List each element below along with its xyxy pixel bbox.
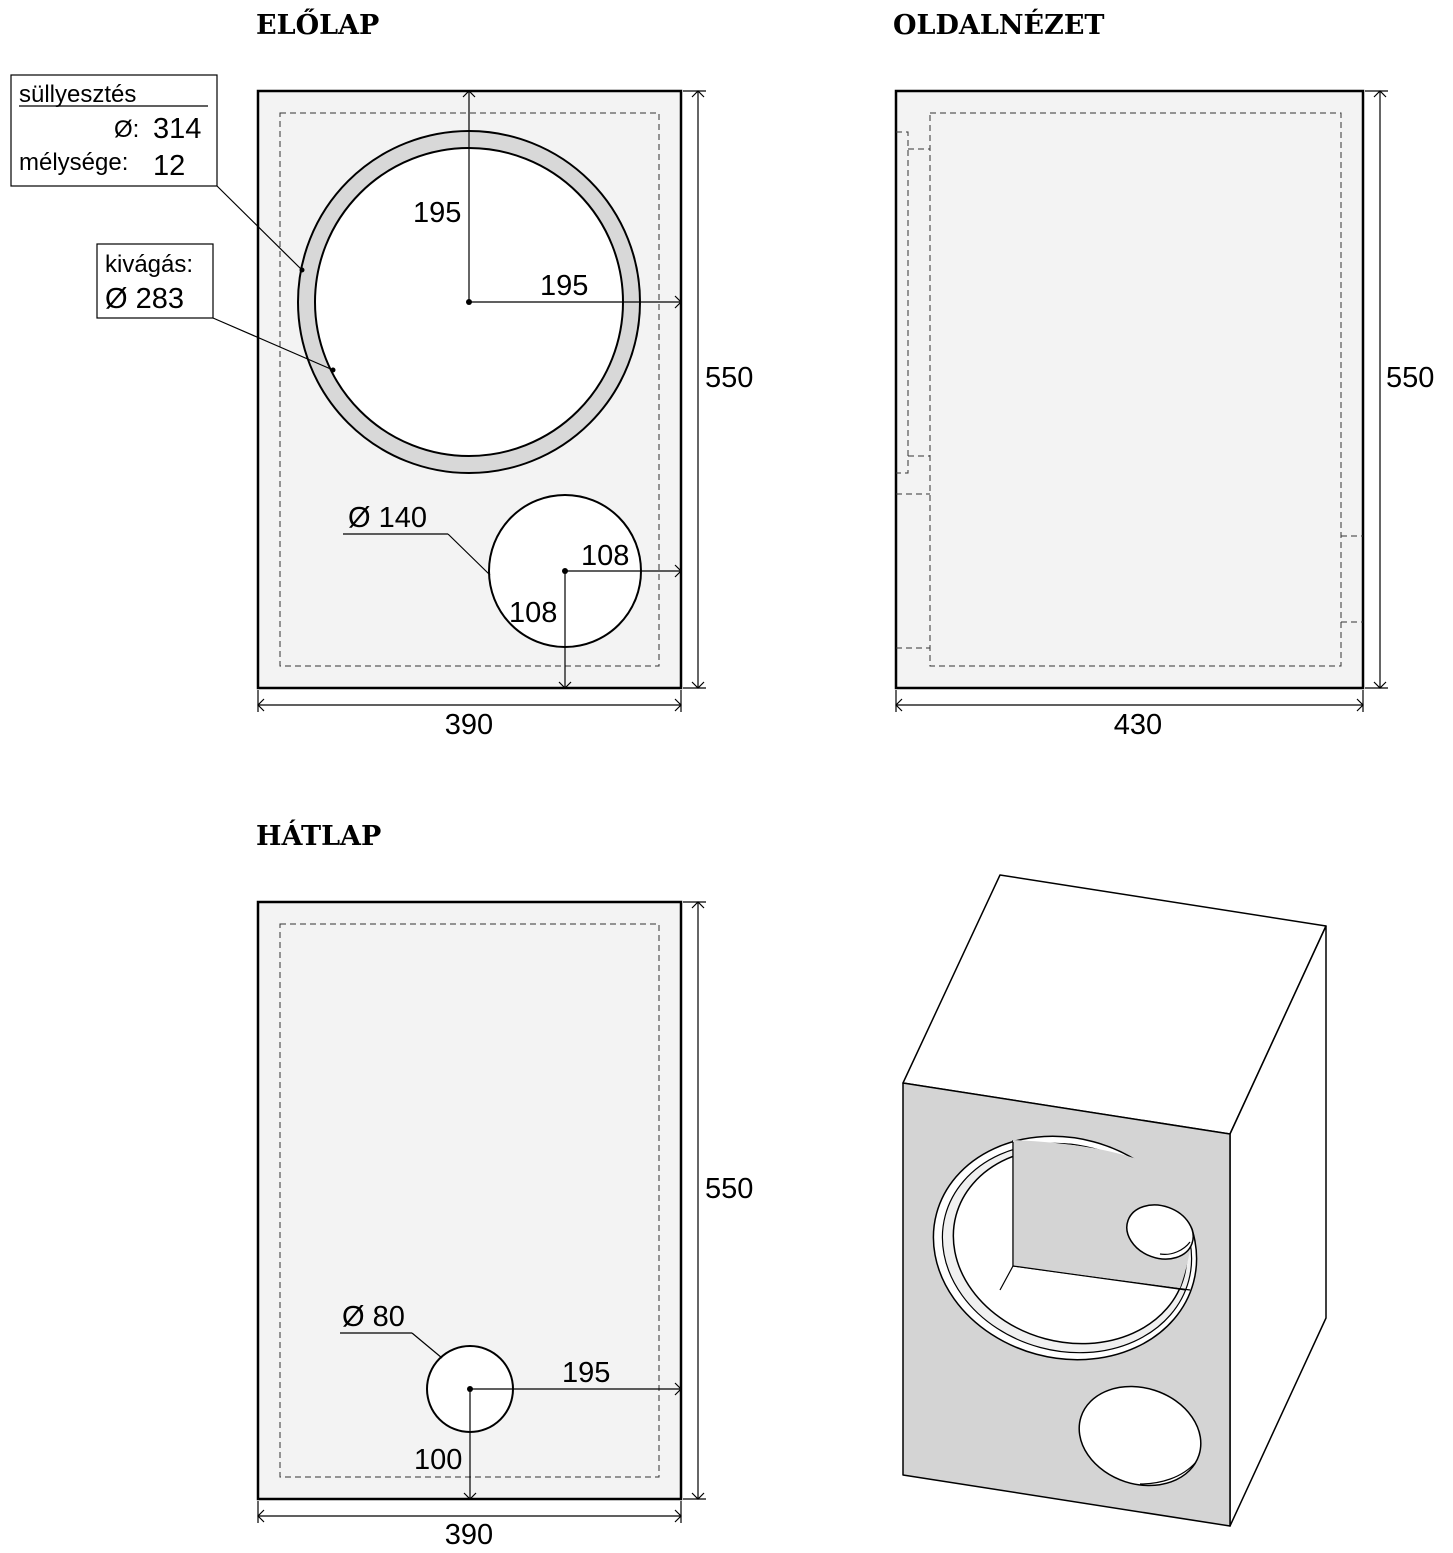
recess-depth-value: 12 (153, 150, 185, 182)
port-horizontal-dim: 108 (581, 540, 629, 572)
iso-interior-floor-line (1012, 1265, 1187, 1291)
recess-dia-value: 314 (153, 113, 201, 145)
back-hole-vertical-dim: 100 (414, 1444, 462, 1476)
port-diameter-label: Ø 140 (348, 502, 427, 534)
iso-port-depth (1159, 1241, 1191, 1255)
side-width-dim: 430 (1114, 709, 1162, 741)
woofer-horizontal-dim: 195 (540, 270, 588, 302)
front-height-dim: 550 (705, 362, 753, 394)
recess-callout-title: süllyesztés (19, 81, 136, 108)
front-view: ELŐLAP 195 195 108 108 Ø 140 süllyesztés… (10, 7, 753, 741)
side-view-title: OLDALNÉZET (893, 8, 1105, 41)
back-hole-horizontal-dim: 195 (562, 1357, 610, 1389)
cutout-leader-dot (330, 367, 336, 373)
back-width-dim: 390 (445, 1519, 493, 1551)
recess-callout-box (10, 74, 218, 187)
front-width-dim: 390 (445, 709, 493, 741)
front-inner-outline (279, 112, 660, 667)
cutout-callout-box (96, 243, 214, 319)
side-view: OLDALNÉZET 430 550 (893, 8, 1434, 741)
recess-leader-dot (299, 267, 305, 273)
iso-lower-hole (1078, 1385, 1202, 1487)
recess-depth-label: mélysége: (19, 149, 128, 176)
back-hole-diameter-label: Ø 80 (342, 1301, 405, 1333)
cutout-callout-title: kivágás: (105, 251, 193, 278)
back-view: HÁTLAP 195 100 Ø 80 390 550 (256, 819, 753, 1551)
front-view-title: ELŐLAP (256, 7, 379, 41)
iso-port-hole (1126, 1204, 1194, 1260)
isometric-view (902, 874, 1327, 1527)
port-vertical-dim: 108 (509, 597, 557, 629)
back-view-title: HÁTLAP (256, 819, 381, 852)
recess-leader (216, 185, 303, 271)
iso-lower-hole-depth (1139, 1461, 1197, 1485)
cutout-callout-value: Ø 283 (105, 283, 184, 315)
iso-interior-floor-diag (999, 1265, 1014, 1291)
back-height-dim: 550 (705, 1173, 753, 1205)
port-dia-leader (447, 533, 491, 576)
side-inner-outline (929, 112, 1342, 667)
side-height-dim: 550 (1386, 362, 1434, 394)
side-recess-hidden (896, 131, 909, 474)
side-panel (894, 89, 1365, 690)
woofer-vertical-dim: 195 (413, 197, 461, 229)
recess-dia-label: Ø: (114, 116, 139, 143)
back-hole-dia-leader (411, 1332, 443, 1359)
cutout-leader (212, 317, 334, 371)
